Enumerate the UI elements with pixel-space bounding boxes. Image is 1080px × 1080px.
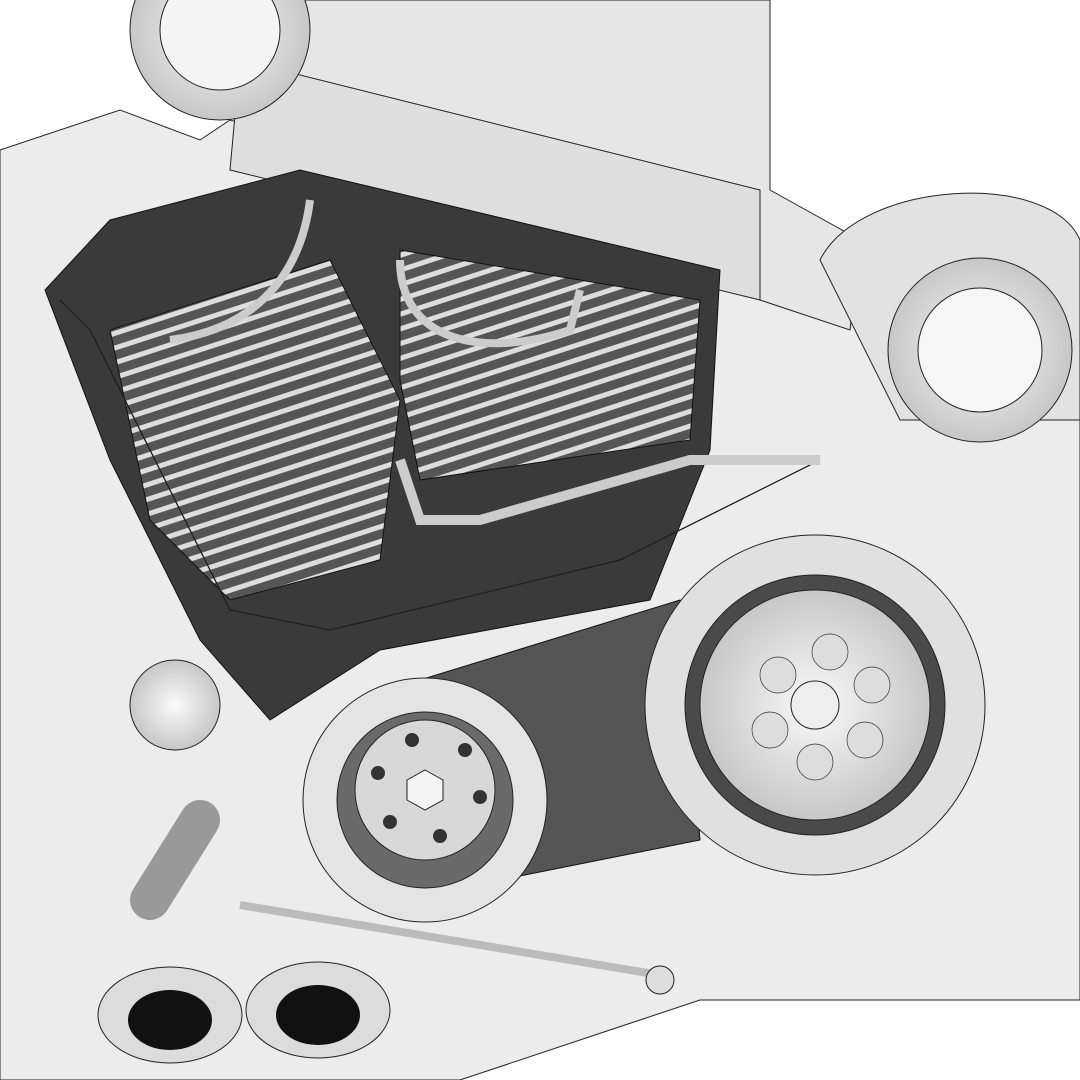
front-pulley <box>302 677 548 923</box>
engine-bay <box>44 169 821 721</box>
timing-cover <box>129 659 221 751</box>
exhaust-pipes <box>97 961 391 1064</box>
air-cleaner <box>819 192 1080 443</box>
foot-controls <box>130 800 675 995</box>
steering-head <box>129 0 311 121</box>
spark-plug-wire <box>169 199 314 344</box>
clutch-cover <box>644 534 986 876</box>
spark-plug-wire <box>396 259 584 348</box>
rear-cylinder-fins <box>399 249 701 481</box>
